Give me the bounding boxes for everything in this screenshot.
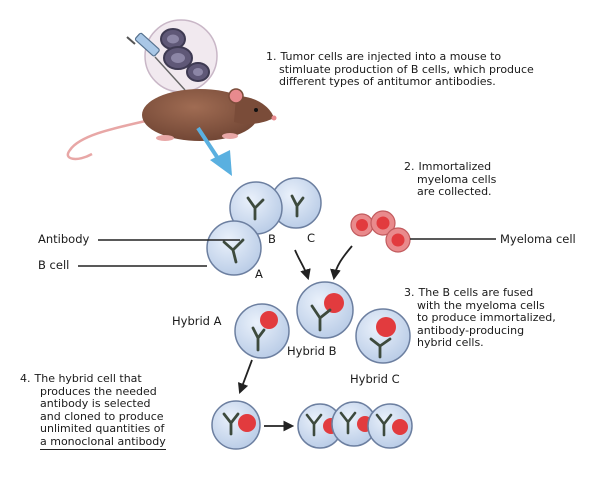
arrow-selection [237,359,253,395]
antibody-label: Antibody [38,232,90,246]
step-2-line: myeloma cells [417,172,497,186]
step-3-line: hybrid cells. [417,336,484,349]
step-4-line: antibody is selected [40,397,151,410]
cell-b-label: B [268,232,276,246]
hybrid-cell-a [234,303,290,359]
step-2-text: 2.Immortalized myeloma cells are collect… [404,160,497,199]
step-2-number: 2. [404,160,415,173]
step-1-line: different types of antitumor antibodies. [279,75,496,88]
step-3-line: with the myeloma cells [417,298,545,312]
step-1-line: stimluate production of B cells, which p… [279,62,534,76]
step-2-line: Immortalized [418,160,492,173]
step-4-line: produces the needed [40,384,157,398]
step-3-number: 3. [404,286,415,299]
step-1-text: 1.Tumor cells are injected into a mouse … [266,50,534,89]
arrow-myeloma-to-fusion [330,245,353,281]
step-3-line: antibody-producing [417,323,525,337]
cell-a-label: A [255,267,263,281]
hybrid-a-label: Hybrid A [172,314,222,328]
step-4-line: The hybrid cell that [34,372,142,385]
step-4-number: 4. [20,372,31,385]
step-1-number: 1. [266,50,277,63]
cell-c-label: C [307,231,316,245]
myeloma-cell-label: Myeloma cell [500,232,576,246]
cloned-cells-group [297,401,413,449]
step-4-line: unlimited quantities of [40,422,165,435]
hybrid-b-label: Hybrid B [287,344,337,358]
hybrid-c-label: Hybrid C [350,372,400,386]
tumor-cells-cluster [144,19,218,93]
b-cell-label: B cell [38,258,70,272]
step-1-line: Tumor cells are injected into a mouse to [280,50,502,63]
mouse-illustration [66,88,277,161]
arrow-bcells-to-fusion [294,249,311,281]
b-cells-group [206,177,322,276]
step-4-line: and cloned to produce [40,409,164,423]
myeloma-cells-group [350,210,411,253]
step-4-text: 4.The hybrid cell that produces the need… [20,372,166,450]
blue-arrow-mouse-to-bcells [196,126,232,176]
step-3-line: The B cells are fused [418,286,534,299]
step-3-line: to produce immortalized, [417,311,556,324]
step-3-text: 3.The B cells are fused with the myeloma… [404,286,556,350]
hybrid-cell-c [355,308,411,364]
selected-hybrid-cell [211,400,261,450]
hybrid-cell-b [296,281,354,339]
syringe-icon [126,32,186,91]
step-4-line: a monoclonal antibody [40,435,166,450]
step-2-line: are collected. [417,185,492,198]
